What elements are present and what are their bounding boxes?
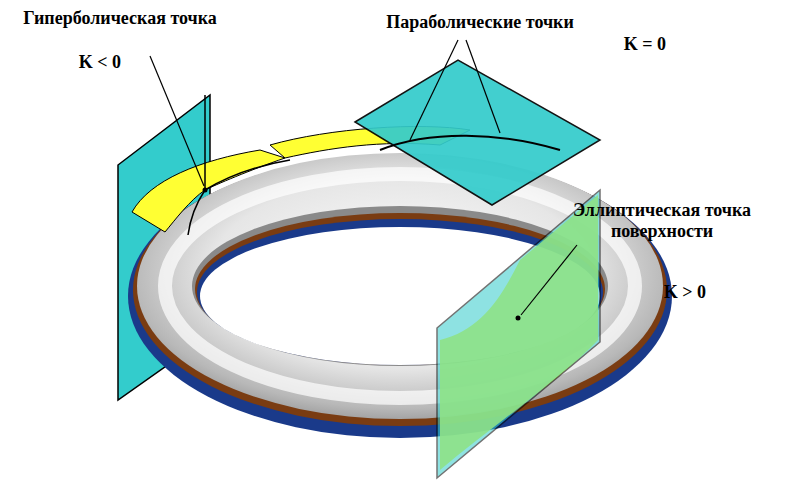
surface-patch (132, 150, 285, 232)
section-curve (188, 95, 290, 235)
point-type-label: Параболические точки (360, 12, 600, 33)
tangent-plane (437, 190, 600, 478)
surface-point (516, 316, 521, 321)
point-type-label: Эллиптическая точка поверхности (572, 200, 752, 242)
leader-line (410, 40, 458, 140)
leader-line (521, 245, 577, 315)
tangent-plane (355, 60, 600, 205)
leader-line (466, 40, 500, 133)
curvature-label: K > 0 (640, 282, 730, 303)
surface-point (203, 188, 208, 193)
point-type-label: Гиперболическая точка (20, 8, 220, 29)
parabolic-line (380, 136, 560, 150)
curvature-label: K = 0 (600, 34, 690, 55)
curvature-label: K < 0 (55, 52, 145, 73)
leader-line (150, 56, 204, 186)
